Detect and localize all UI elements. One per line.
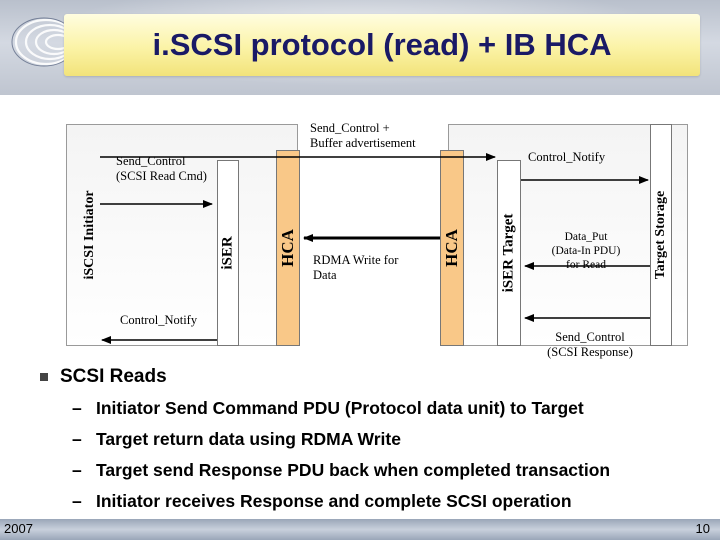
iser-target-column: iSER Target (497, 160, 521, 346)
send-control-resp-line1: Send_Control (555, 330, 625, 344)
send-control-resp-label: Send_Control (SCSI Response) (540, 330, 640, 360)
hca-left-column: HCA (276, 150, 300, 346)
sub-bullet-text: Initiator Send Command PDU (Protocol dat… (96, 398, 584, 418)
square-bullet-icon (40, 373, 48, 381)
sub-bullet: –Target return data using RDMA Write (72, 429, 401, 450)
dash-icon: – (72, 491, 82, 511)
send-control-resp-line2: (SCSI Response) (547, 345, 633, 359)
control-notify-top-label: Control_Notify (528, 150, 605, 165)
dash-icon: – (72, 460, 82, 480)
hca-right-column: HCA (440, 150, 464, 346)
send-control-cmd-label: Send_Control (SCSI Read Cmd) (116, 154, 207, 184)
footer-band (0, 519, 720, 540)
initiator-panel (66, 124, 298, 346)
target-storage-column: Target Storage (650, 124, 672, 346)
control-notify-top-line: Control_Notify (528, 150, 606, 164)
control-notify-bottom-line: Control_Notify (120, 313, 198, 327)
dash-icon: – (72, 429, 82, 449)
dash-icon: – (72, 398, 82, 418)
sub-bullet: –Initiator receives Response and complet… (72, 491, 572, 512)
data-put-line1: Data_Put (564, 231, 608, 243)
bullet-scsi-reads: SCSI Reads (40, 366, 167, 388)
rdma-write-line2: Data (313, 268, 337, 282)
sub-bullet: –Target send Response PDU back when comp… (72, 460, 610, 481)
iser-left-column: iSER (217, 160, 239, 346)
target-panel (448, 124, 688, 346)
footer-year: 2007 (4, 521, 33, 536)
slide-title: i.SCSI protocol (read) + IB HCA (152, 27, 612, 62)
data-put-line3: for Read (566, 259, 606, 271)
send-control-cmd-line1: Send_Control (116, 154, 186, 168)
bullet-main-text: SCSI Reads (60, 366, 167, 387)
sub-bullet-text: Target send Response PDU back when compl… (96, 460, 611, 480)
send-control-buffer-label: Send_Control + Buffer advertisement (310, 121, 416, 151)
sub-bullet-text: Initiator receives Response and complete… (96, 491, 572, 511)
send-control-cmd-line2: (SCSI Read Cmd) (116, 169, 207, 183)
title-bar (64, 14, 700, 76)
data-put-line2: (Data-In PDU) (551, 245, 621, 257)
control-notify-bottom-label: Control_Notify (120, 313, 197, 328)
send-control-buffer-line1: Send_Control + (310, 121, 390, 135)
rdma-write-label: RDMA Write for Data (313, 253, 398, 283)
sub-bullet: –Initiator Send Command PDU (Protocol da… (72, 398, 584, 419)
send-control-buffer-line2: Buffer advertisement (310, 136, 416, 150)
rdma-write-line1: RDMA Write for (313, 253, 399, 267)
footer-page-number: 10 (695, 521, 710, 536)
sub-bullet-text: Target return data using RDMA Write (96, 429, 401, 449)
data-put-label: Data_Put (Data-In PDU) for Read (528, 230, 644, 272)
